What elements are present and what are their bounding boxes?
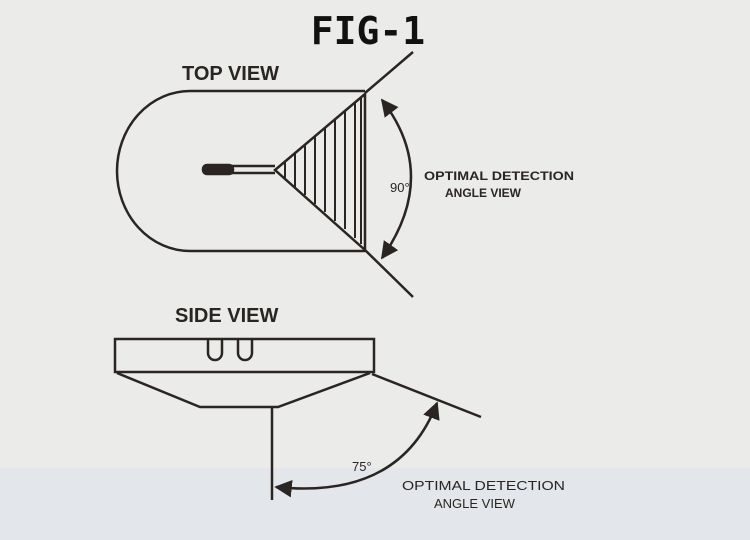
angle-arc-90 (380, 98, 413, 260)
side-caption-line2: ANGLE VIEW (434, 496, 516, 511)
detection-fan (273, 91, 367, 253)
angle-label-75: 75° (352, 459, 372, 474)
fan-hatching (284, 97, 362, 244)
side-view: SIDE VIEW 75° OPTIMAL DETECTION ANGLE VI… (113, 305, 565, 511)
angle-arc-75 (274, 401, 440, 498)
sensor-housing-outline (115, 89, 365, 253)
top-caption-line1: OPTIMAL DETECTION (424, 169, 574, 183)
angle-boundary-top (364, 51, 414, 94)
sensor-loops (206, 340, 254, 362)
top-caption-line2: ANGLE VIEW (445, 186, 522, 200)
sensor-tip (201, 163, 235, 176)
angle-boundary-bottom (364, 249, 414, 298)
angle-boundary-side (371, 372, 482, 419)
figure-title: FIG-1 (311, 9, 425, 53)
top-view: TOP VIEW 90° OPTIMAL DETECTION ANGLE VIE… (115, 51, 574, 298)
top-view-label: TOP VIEW (182, 63, 279, 85)
side-caption-line1: OPTIMAL DETECTION (402, 478, 565, 493)
side-view-label: SIDE VIEW (175, 305, 278, 327)
angle-label-90: 90° (390, 180, 410, 195)
sensor-dome (116, 371, 371, 409)
sensor-body (113, 337, 376, 374)
